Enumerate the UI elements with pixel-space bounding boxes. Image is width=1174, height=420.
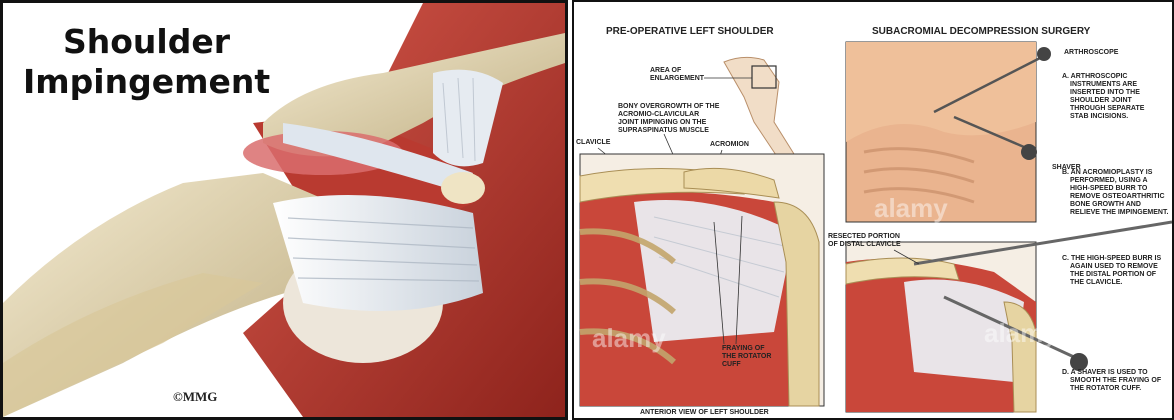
label-clavicle: CLAVICLE: [576, 139, 611, 146]
step-c-text: C. THE HIGH-SPEED BURR IS AGAIN USED TO …: [1062, 255, 1162, 286]
svg-text:RELIEVE THE IMPINGEMENT.: RELIEVE THE IMPINGEMENT.: [1070, 209, 1168, 216]
svg-text:STAB INCISIONS.: STAB INCISIONS.: [1070, 113, 1128, 120]
watermark-1: alamy: [592, 323, 666, 353]
header-subacromial: SUBACROMIAL DECOMPRESSION SURGERY: [872, 26, 1091, 37]
step-b-text: B. AN ACROMIOPLASTY IS PERFORMED, USING …: [1062, 169, 1168, 216]
label-bony-3: JOINT IMPINGING ON THE: [618, 119, 707, 126]
step-a-text: A. ARTHROSCOPIC INSTRUMENTS ARE INSERTED…: [1062, 73, 1145, 120]
shaver-icon: [1021, 144, 1037, 160]
svg-text:THE DISTAL PORTION OF: THE DISTAL PORTION OF: [1070, 271, 1157, 278]
caption-anterior-view: ANTERIOR VIEW OF LEFT SHOULDER: [640, 409, 769, 416]
surgery-diagram-drawing: PRE-OPERATIVE LEFT SHOULDER SUBACROMIAL …: [574, 2, 1172, 418]
svg-text:A. ARTHROSCOPIC: A. ARTHROSCOPIC: [1062, 73, 1127, 80]
header-pre-operative: PRE-OPERATIVE LEFT SHOULDER: [606, 26, 774, 37]
shoulder-impingement-illustration: Shoulder Impingement ©MMG: [0, 0, 568, 420]
label-fraying-2: THE ROTATOR: [722, 353, 771, 360]
svg-text:THE CLAVICLE.: THE CLAVICLE.: [1070, 279, 1122, 286]
label-bony-2: ACROMIO-CLAVICULAR: [618, 111, 699, 118]
svg-text:THE ROTATOR CUFF.: THE ROTATOR CUFF.: [1070, 385, 1141, 392]
shoulder-anatomy-drawing: Shoulder Impingement ©MMG: [3, 3, 565, 417]
title-line-1: Shoulder: [63, 22, 231, 61]
watermark-2: alamy: [874, 193, 948, 223]
svg-text:HIGH-SPEED BURR TO: HIGH-SPEED BURR TO: [1070, 185, 1148, 192]
svg-text:THROUGH SEPARATE: THROUGH SEPARATE: [1070, 105, 1145, 112]
label-area-of-1: AREA OF: [650, 67, 682, 74]
label-bony-4: SUPRASPINATUS MUSCLE: [618, 127, 709, 134]
svg-text:D. A SHAVER IS USED TO: D. A SHAVER IS USED TO: [1062, 369, 1148, 376]
step-d-text: D. A SHAVER IS USED TO SMOOTH THE FRAYIN…: [1062, 369, 1162, 392]
label-fraying-1: FRAYING OF: [722, 345, 765, 352]
svg-text:SHOULDER JOINT: SHOULDER JOINT: [1070, 97, 1133, 104]
svg-text:B. AN ACROMIOPLASTY IS: B. AN ACROMIOPLASTY IS: [1062, 169, 1153, 176]
label-acromion: ACROMION: [710, 141, 749, 148]
svg-text:C. THE HIGH-SPEED BURR IS: C. THE HIGH-SPEED BURR IS: [1062, 255, 1162, 262]
svg-text:INSERTED INTO THE: INSERTED INTO THE: [1070, 89, 1140, 96]
watermark-3: alamy: [984, 318, 1058, 348]
label-fraying-3: CUFF: [722, 361, 741, 368]
label-bony-1: BONY OVERGROWTH OF THE: [618, 103, 720, 110]
svg-text:REMOVE OSTEOARTHRITIC: REMOVE OSTEOARTHRITIC: [1070, 193, 1165, 200]
svg-text:SMOOTH THE FRAYING OF: SMOOTH THE FRAYING OF: [1070, 377, 1162, 384]
label-resected-1: RESECTED PORTION: [828, 233, 900, 240]
title-line-2: Impingement: [23, 62, 270, 101]
svg-text:BONE GROWTH AND: BONE GROWTH AND: [1070, 201, 1141, 208]
arthroscope-icon: [1037, 47, 1051, 61]
label-resected-2: OF DISTAL CLAVICLE: [828, 241, 901, 248]
svg-text:PERFORMED, USING A: PERFORMED, USING A: [1070, 177, 1148, 184]
label-area-of-2: ENLARGEMENT: [650, 75, 705, 82]
svg-text:INSTRUMENTS ARE: INSTRUMENTS ARE: [1070, 81, 1137, 88]
svg-text:AGAIN USED TO REMOVE: AGAIN USED TO REMOVE: [1070, 263, 1158, 270]
surgery-diagram: PRE-OPERATIVE LEFT SHOULDER SUBACROMIAL …: [572, 0, 1174, 420]
copyright-text: ©MMG: [173, 389, 217, 404]
label-arthroscope: ARTHROSCOPE: [1064, 49, 1119, 56]
